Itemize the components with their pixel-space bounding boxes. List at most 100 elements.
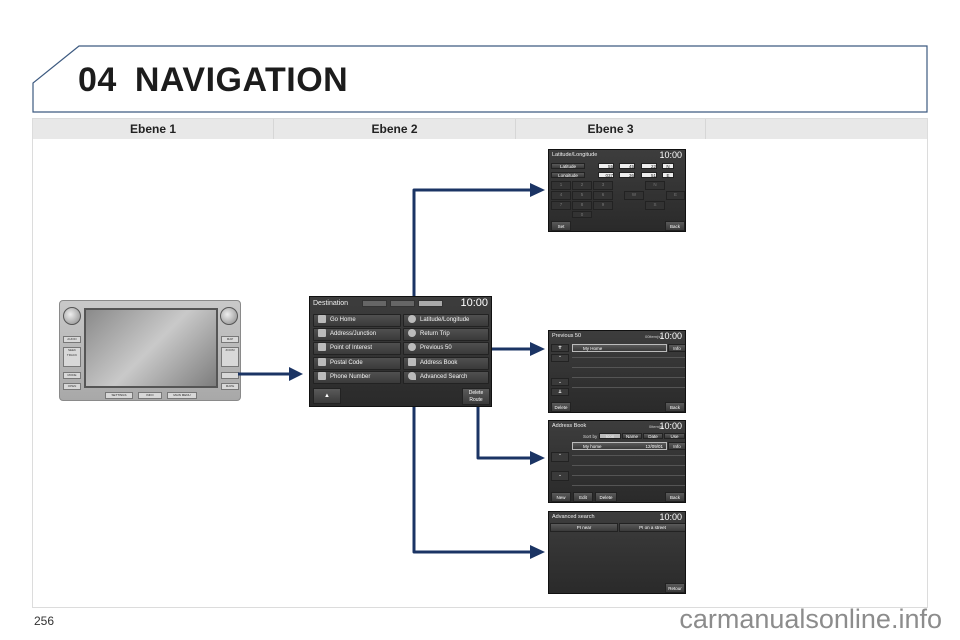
list-item-my-home[interactable]: My Home (572, 344, 667, 352)
settings-button[interactable]: SETTINGS (105, 392, 133, 399)
info-button[interactable]: Info (668, 344, 685, 352)
row-divider (572, 475, 685, 476)
back-button[interactable]: Back (665, 221, 685, 231)
delete-route-button[interactable]: Delete Route (462, 388, 490, 405)
scroll-down-button[interactable]: ⌄ (551, 471, 569, 481)
key-4[interactable]: 4 (551, 191, 571, 200)
phone-number-button[interactable]: Phone Number (313, 371, 401, 384)
point-of-interest-button[interactable]: Point of Interest (313, 342, 401, 355)
page-number: 256 (34, 614, 55, 628)
advanced-search-screen: Advanced search 10:00 PI near PI on a st… (548, 511, 686, 594)
key-w[interactable]: W (624, 191, 644, 200)
longitude-min[interactable]: 36 (619, 172, 635, 178)
key-5[interactable]: 5 (572, 191, 592, 200)
column-header-level-1: Ebene 1 (33, 119, 274, 139)
screen-title: Latitude/Longitude (552, 152, 598, 158)
page-up-button[interactable]: ⇈ (551, 344, 569, 352)
mape-button[interactable]: MAPE (221, 383, 239, 390)
sort-icon-button[interactable]: Icon (599, 433, 621, 439)
history-icon (408, 343, 416, 352)
tune-knob[interactable] (220, 307, 238, 325)
pi-on-street-button[interactable]: PI on a street (619, 523, 685, 532)
longitude-sec[interactable]: 51 (641, 172, 657, 178)
key-3[interactable]: 3 (593, 181, 613, 190)
scroll-up-button[interactable]: ⌃ (551, 452, 569, 462)
key-n[interactable]: N (645, 181, 665, 190)
book-icon (408, 358, 416, 367)
address-book-screen: Address Book 0item(s) 10:00 Sort by Icon… (548, 420, 686, 503)
sort-use-button[interactable]: Use (664, 433, 685, 439)
postal-code-button[interactable]: Postal Code (313, 357, 401, 370)
globe-icon (408, 315, 416, 324)
search-icon (408, 372, 416, 381)
pi-near-button[interactable]: PI near (550, 523, 618, 532)
address-book-button[interactable]: Address Book (403, 357, 489, 370)
volume-knob[interactable] (63, 307, 81, 325)
head-unit-device: AUDIO SEEK TRACK MODE OPEN MAP ZOOM MAPE… (59, 300, 241, 401)
scroll-up-button[interactable]: ⌃ (551, 354, 569, 362)
sort-by-label: Sort by (583, 434, 598, 439)
previous-50-button[interactable]: Previous 50 (403, 342, 489, 355)
info-button[interactable]: Info (668, 442, 685, 450)
sort-name-button[interactable]: Name (622, 433, 642, 439)
tab-1[interactable] (362, 300, 387, 307)
delete-button[interactable]: Delete (551, 402, 571, 412)
mode-button[interactable]: MODE (63, 372, 81, 379)
key-2[interactable]: 2 (572, 181, 592, 190)
scroll-up-button[interactable]: ▲ (313, 388, 341, 404)
key-1[interactable]: 1 (551, 181, 571, 190)
scroll-down-button[interactable]: ⌄ (551, 378, 569, 386)
latitude-dir[interactable]: N (662, 163, 674, 169)
page-down-button[interactable]: ⇊ (551, 388, 569, 396)
audio-button[interactable]: AUDIO (63, 336, 81, 343)
latitude-longitude-button[interactable]: Latitude/Longitude (403, 314, 489, 327)
advanced-search-button[interactable]: Advanced Search (403, 371, 489, 384)
set-button[interactable]: Set (551, 221, 571, 231)
info-button[interactable]: INFO (138, 392, 162, 399)
key-e[interactable]: E (666, 191, 685, 200)
go-home-button[interactable]: Go Home (313, 314, 401, 327)
key-6[interactable]: 6 (593, 191, 613, 200)
key-7[interactable]: 7 (551, 201, 571, 210)
clock: 10:00 (659, 150, 682, 160)
return-trip-button[interactable]: Return Trip (403, 328, 489, 341)
head-unit-screen (84, 308, 218, 388)
latitude-min[interactable]: 45 (619, 163, 635, 169)
main-menu-button[interactable]: MAIN MENU (167, 392, 197, 399)
latitude-deg[interactable]: 55 (598, 163, 614, 169)
tab-2[interactable] (390, 300, 415, 307)
back-button[interactable]: Back (665, 492, 685, 502)
arrowhead-icon (530, 342, 545, 356)
key-s[interactable]: S (645, 201, 665, 210)
zoom-button[interactable]: ZOOM (221, 347, 239, 367)
key-8[interactable]: 8 (572, 201, 592, 210)
delete-button[interactable]: Delete (595, 492, 617, 502)
longitude-label[interactable]: Longitude (551, 172, 585, 178)
row-divider (572, 377, 685, 378)
longitude-dir[interactable]: E (662, 172, 674, 178)
arrow-to-addressbook (476, 407, 530, 460)
address-icon (318, 329, 326, 338)
clock: 10:00 (659, 421, 682, 431)
latitude-label[interactable]: Latitude (551, 163, 585, 169)
new-button[interactable]: New (551, 492, 571, 502)
arrow-to-latlong (412, 188, 530, 296)
tab-3[interactable] (418, 300, 443, 307)
key-0[interactable]: 0 (572, 211, 592, 218)
entry-date: 12/09/01 (645, 444, 663, 449)
latitude-sec[interactable]: 22 (641, 163, 657, 169)
back-button[interactable]: Back (665, 402, 685, 412)
chapter-title: NAVIGATION (134, 61, 349, 99)
clock: 10:00 (460, 297, 488, 309)
longitude-deg[interactable]: 037 (598, 172, 614, 178)
edit-button[interactable]: Edit (573, 492, 593, 502)
key-9[interactable]: 9 (593, 201, 613, 210)
open-button[interactable]: OPEN (63, 383, 81, 390)
sort-date-button[interactable]: Date (643, 433, 663, 439)
map-button[interactable]: MAP (221, 336, 239, 343)
retour-button[interactable]: Retour (665, 583, 685, 593)
seek-track-button[interactable]: SEEK TRACK (63, 347, 81, 367)
address-junction-button[interactable]: Address/Junction (313, 328, 401, 341)
